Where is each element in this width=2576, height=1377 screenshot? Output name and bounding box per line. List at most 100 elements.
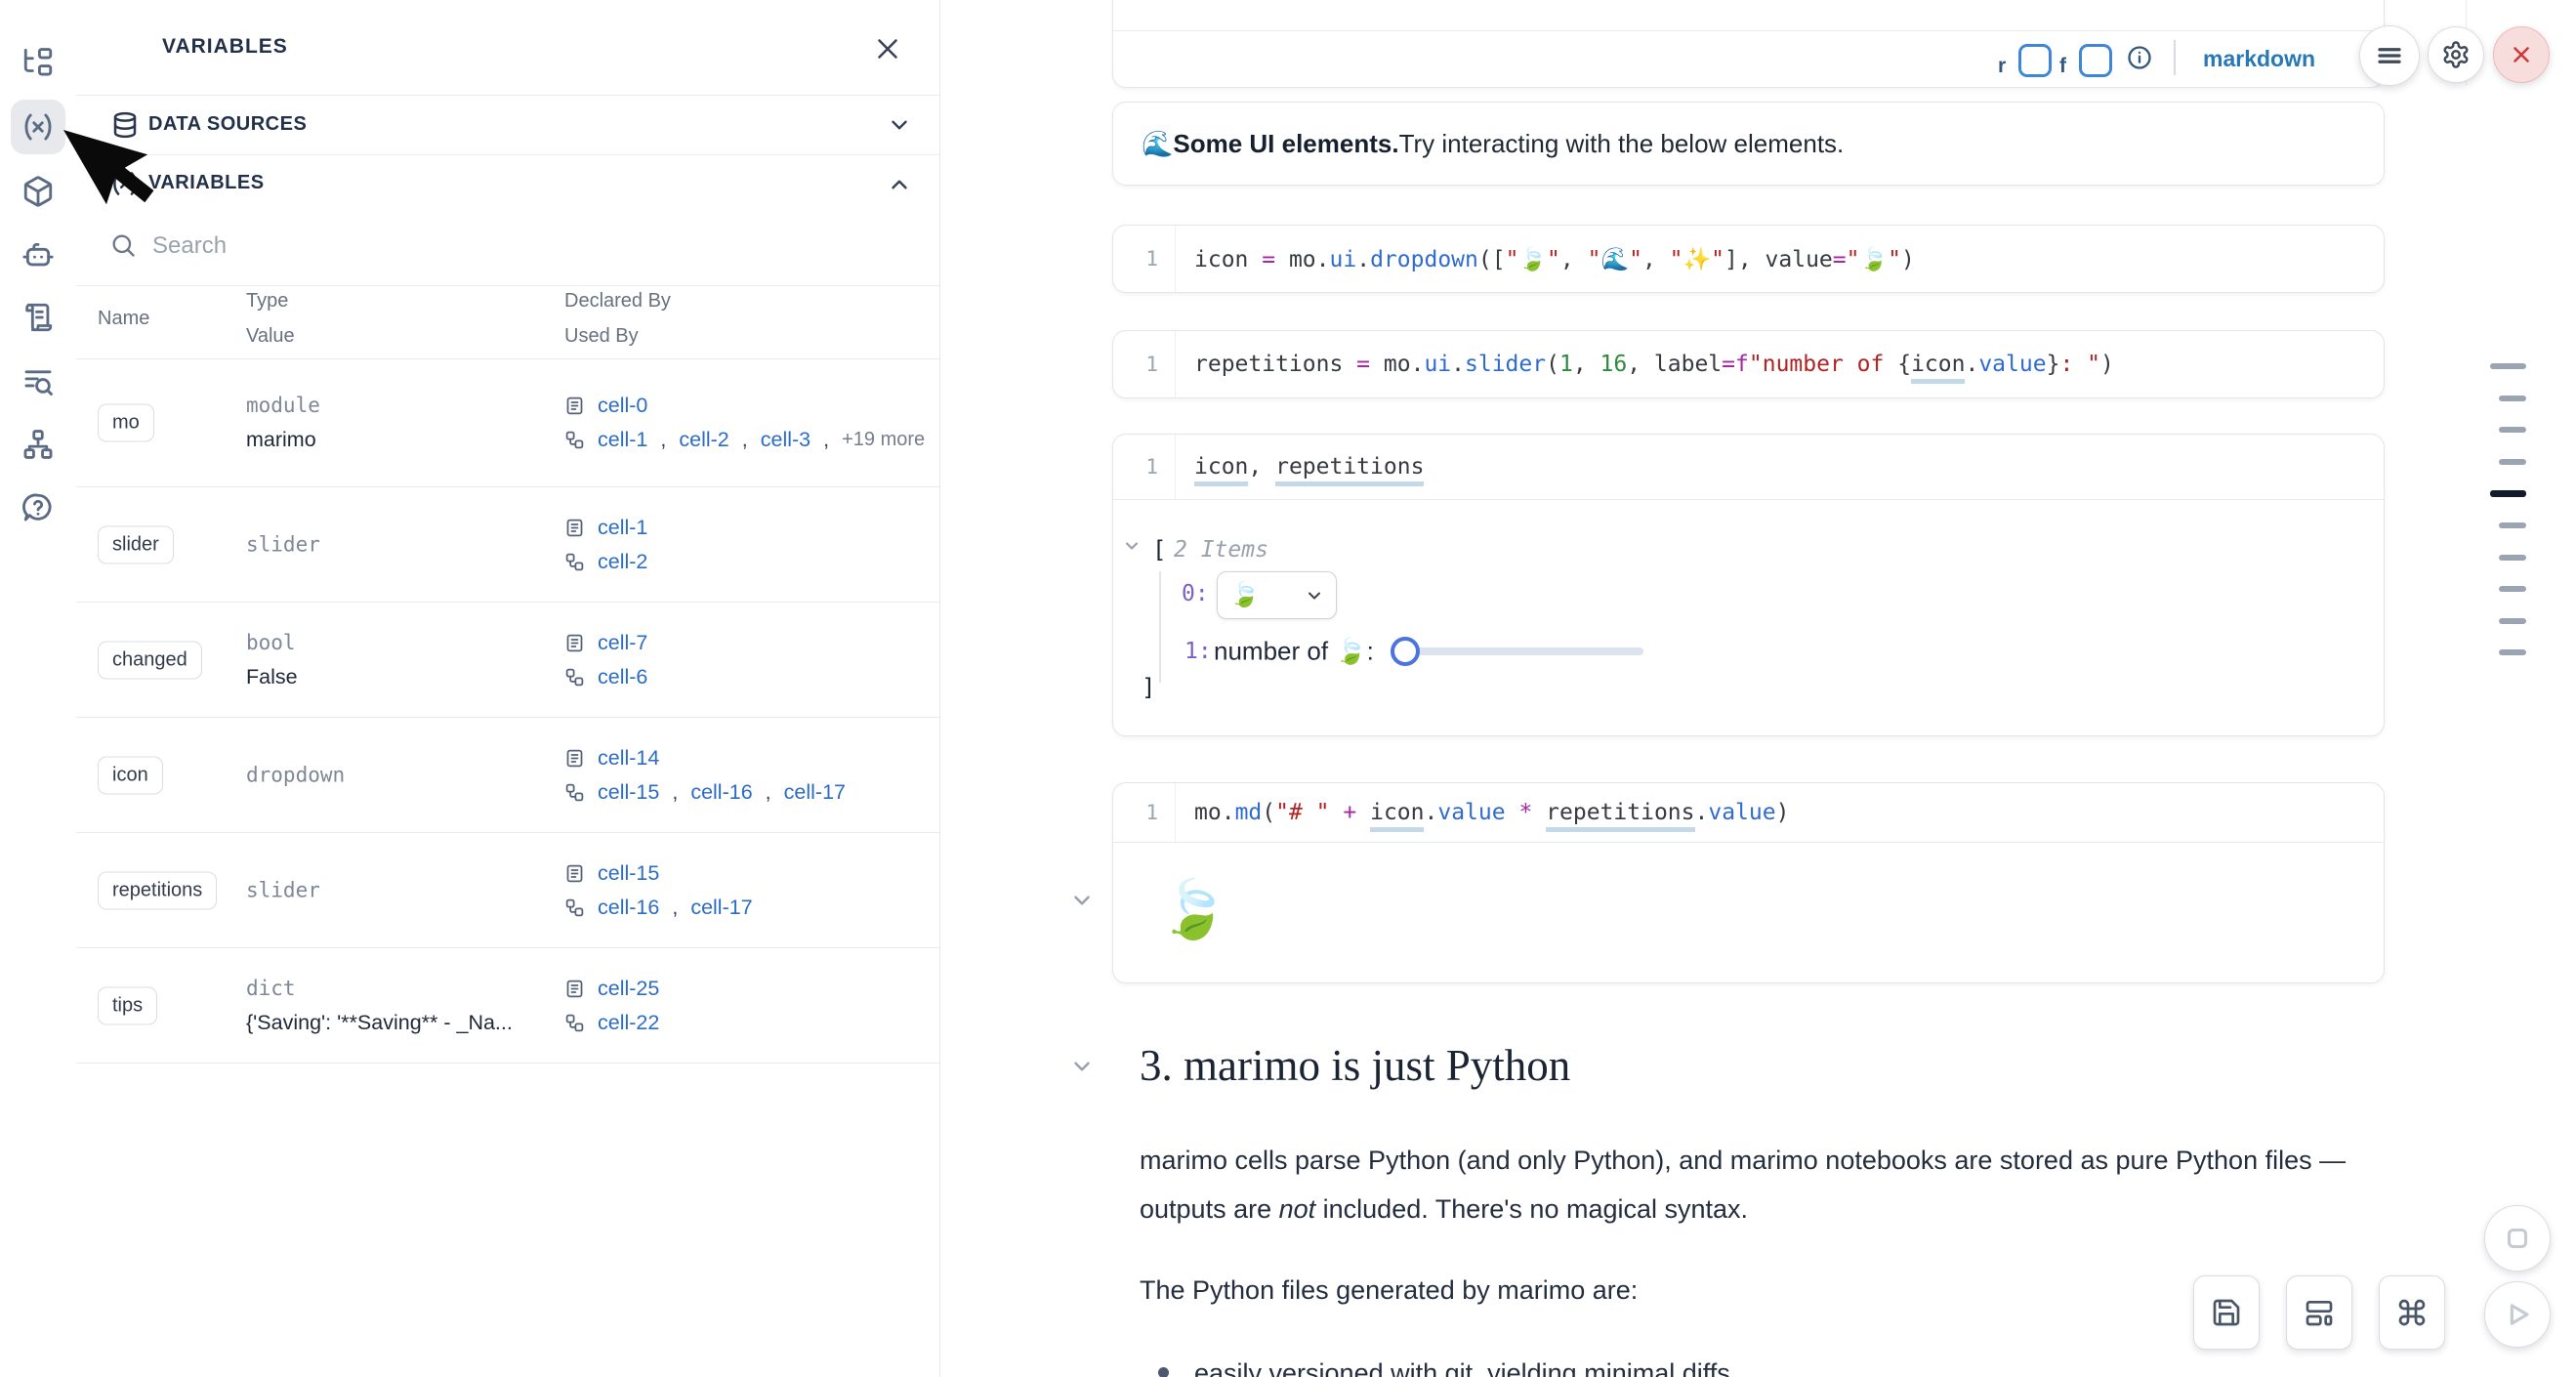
cell-link[interactable]: cell-25 <box>598 976 660 1000</box>
toolbar-r-toggle[interactable] <box>2018 44 2052 77</box>
info-icon[interactable] <box>2126 44 2153 71</box>
code-editor[interactable]: 1 icon, repetitions <box>1113 435 2384 499</box>
variable-name-badge[interactable]: mo <box>98 403 154 441</box>
section-collapse-icon[interactable] <box>1069 1054 1095 1079</box>
minimap-dash[interactable] <box>2499 649 2526 655</box>
dropdown-select[interactable]: 🍃 <box>1217 571 1337 619</box>
cell-link[interactable]: cell-15 <box>598 860 660 885</box>
markdown-mode-button[interactable]: markdown <box>2203 46 2316 71</box>
section-variables[interactable]: VARIABLES <box>148 172 265 193</box>
dependency-graph-icon[interactable] <box>11 417 65 472</box>
cell-slider-code: 1 repetitions = mo.ui.slider(1, 16, labe… <box>1112 330 2385 398</box>
cell-collapse-icon[interactable] <box>1069 888 1095 913</box>
tree-close-bracket: ] <box>1142 674 1156 701</box>
variable-value: {'Saving': '**Saving** - _Na... <box>246 1010 513 1034</box>
variable-name-badge[interactable]: slider <box>98 525 174 563</box>
layout-button[interactable] <box>2286 1275 2352 1350</box>
minimap-dash[interactable] <box>2490 490 2526 497</box>
divider <box>76 95 939 96</box>
cell-link[interactable]: cell-17 <box>690 895 753 919</box>
chevron-down-icon <box>1309 592 1320 599</box>
slider-thumb[interactable] <box>1391 637 1420 666</box>
cell-link[interactable]: cell-2 <box>679 427 729 451</box>
declared-used-column: cell-1 cell-2 <box>564 516 647 574</box>
code-editor[interactable]: 1 mo.md("# " + icon.value * repetitions.… <box>1113 783 2384 842</box>
cell-link[interactable]: cell-6 <box>598 664 648 688</box>
minimap-dash[interactable] <box>2490 363 2526 369</box>
cell-link[interactable]: cell-1 <box>598 427 648 451</box>
close-icon[interactable] <box>871 32 904 65</box>
shutdown-button[interactable] <box>2493 26 2550 83</box>
section-data-sources[interactable]: DATA SOURCES <box>148 113 308 135</box>
used-by-line: cell-1, cell-2, cell-3, +19 more <box>564 428 925 452</box>
divider <box>76 358 939 359</box>
ai-bot-icon[interactable] <box>11 228 65 282</box>
run-button[interactable] <box>2484 1281 2551 1348</box>
cell-link[interactable]: cell-16 <box>598 895 660 919</box>
code-editor[interactable]: 1 icon = mo.ui.dropdown(["🍃", "🌊", "✨"],… <box>1113 226 2384 292</box>
tree-collapse-icon[interactable] <box>1122 536 1142 556</box>
divider <box>76 285 939 286</box>
minimap-dash[interactable] <box>2499 586 2526 592</box>
chevron-down-icon[interactable] <box>887 112 912 138</box>
tree-index-1: 1: <box>1184 639 1212 664</box>
cell-link[interactable]: cell-17 <box>783 779 846 804</box>
log-search-icon[interactable] <box>11 354 65 408</box>
save-icon <box>2213 1299 2240 1326</box>
file-text-icon <box>566 864 583 882</box>
menu-button[interactable] <box>2359 25 2420 86</box>
cell-link[interactable]: cell-22 <box>598 1010 660 1034</box>
minimap-dash[interactable] <box>2499 396 2526 401</box>
minimap-dash[interactable] <box>2499 427 2526 433</box>
gutter-divider <box>1158 331 1176 397</box>
bullet-text: easily versioned with git, yielding mini… <box>1194 1358 1730 1377</box>
workflow-icon <box>565 1014 584 1031</box>
slider-track[interactable] <box>1395 647 1643 655</box>
gutter-divider <box>1158 435 1176 499</box>
cell-link[interactable]: cell-7 <box>598 630 648 654</box>
cell-link[interactable]: cell-0 <box>598 393 648 417</box>
settings-button[interactable] <box>2428 26 2484 83</box>
chevron-up-icon[interactable] <box>887 172 912 197</box>
cell-link[interactable]: cell-3 <box>760 427 811 451</box>
minimap-dash[interactable] <box>2499 555 2526 561</box>
save-button[interactable] <box>2193 1275 2260 1350</box>
code-editor[interactable]: 1 repetitions = mo.ui.slider(1, 16, labe… <box>1113 331 2384 397</box>
stop-button[interactable] <box>2484 1205 2551 1272</box>
help-icon[interactable] <box>11 480 65 535</box>
search-input[interactable] <box>150 223 779 270</box>
keyboard-shortcuts-button[interactable] <box>2379 1275 2445 1350</box>
cell-link[interactable]: cell-2 <box>598 549 648 573</box>
cell-link[interactable]: cell-14 <box>598 745 660 770</box>
comma: , <box>672 779 679 804</box>
variables-icon[interactable] <box>11 100 65 154</box>
cell-link[interactable]: cell-15 <box>598 779 660 804</box>
comma: , <box>741 427 748 451</box>
toolbar-f-toggle[interactable] <box>2079 44 2112 77</box>
declared-by-line: cell-7 <box>564 631 647 655</box>
cell-link[interactable]: cell-16 <box>690 779 753 804</box>
declared-by-line: cell-0 <box>564 394 925 418</box>
variable-name-badge[interactable]: icon <box>98 756 163 794</box>
minimap-dash[interactable] <box>2499 618 2526 624</box>
variable-name-badge[interactable]: changed <box>98 641 202 679</box>
package-icon[interactable] <box>11 164 65 219</box>
minimap-dash[interactable] <box>2499 459 2526 465</box>
file-tree-icon[interactable] <box>11 35 65 90</box>
declared-by-line: cell-25 <box>564 977 659 1001</box>
minimap-dash[interactable] <box>2499 522 2526 528</box>
scroll-icon[interactable] <box>11 290 65 345</box>
variable-name-badge[interactable]: repetitions <box>98 871 218 909</box>
variable-name-badge[interactable]: tips <box>98 986 158 1024</box>
cell-link[interactable]: cell-1 <box>598 515 648 539</box>
type-value-column: slider <box>246 527 320 562</box>
variables-panel: VARIABLES DATA SOURCES VARIABLES Name Ty… <box>76 0 940 1377</box>
file-text-icon <box>566 396 583 414</box>
code-line: icon, repetitions <box>1176 454 1425 486</box>
markdown-output-text: 🌊 Some UI elements. Try interacting with… <box>1142 128 1845 158</box>
